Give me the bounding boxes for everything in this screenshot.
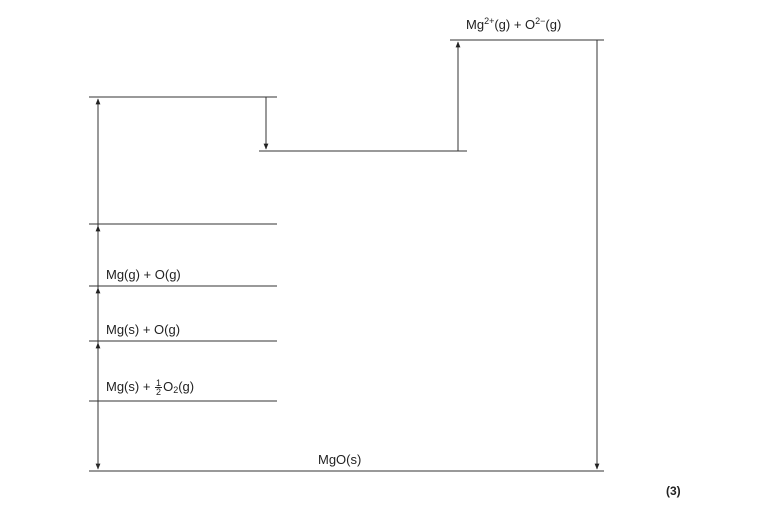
label-ions: Mg2+(g) + O2−(g) [466, 16, 562, 33]
marks-label: (3) [666, 484, 681, 498]
label-mg-g-o-g: Mg(g) + O(g) [106, 267, 181, 282]
label-mg-s-o-g: Mg(s) + O(g) [106, 322, 181, 337]
label-mgo-s: MgO(s) [318, 452, 362, 467]
